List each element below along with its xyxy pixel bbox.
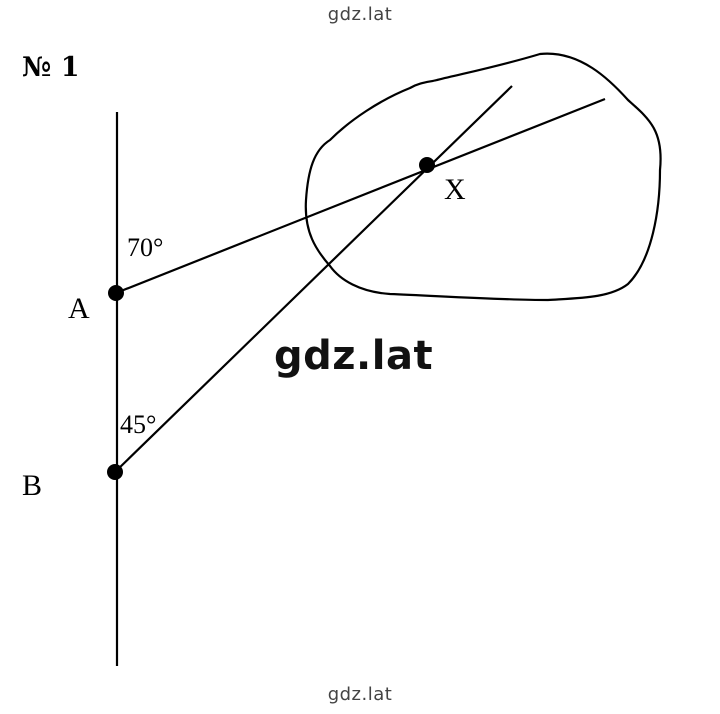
angle-b-label: 45° [120, 410, 156, 439]
watermark-center: gdz.lat [272, 333, 436, 379]
point-x-label: X [444, 173, 466, 206]
watermark-bottom: gdz.lat [327, 684, 393, 705]
problem-number: № 1 [22, 52, 80, 83]
ray-a-to-x [115, 97, 606, 295]
angle-a-label: 70° [127, 233, 163, 262]
point-b [107, 464, 123, 480]
point-x [419, 157, 435, 173]
obstacle-region [304, 52, 662, 302]
point-a [108, 285, 124, 301]
watermark-top: gdz.lat [327, 4, 393, 25]
ray-b-to-x [114, 85, 513, 473]
point-b-label: B [22, 469, 42, 502]
point-a-label: A [68, 292, 90, 325]
